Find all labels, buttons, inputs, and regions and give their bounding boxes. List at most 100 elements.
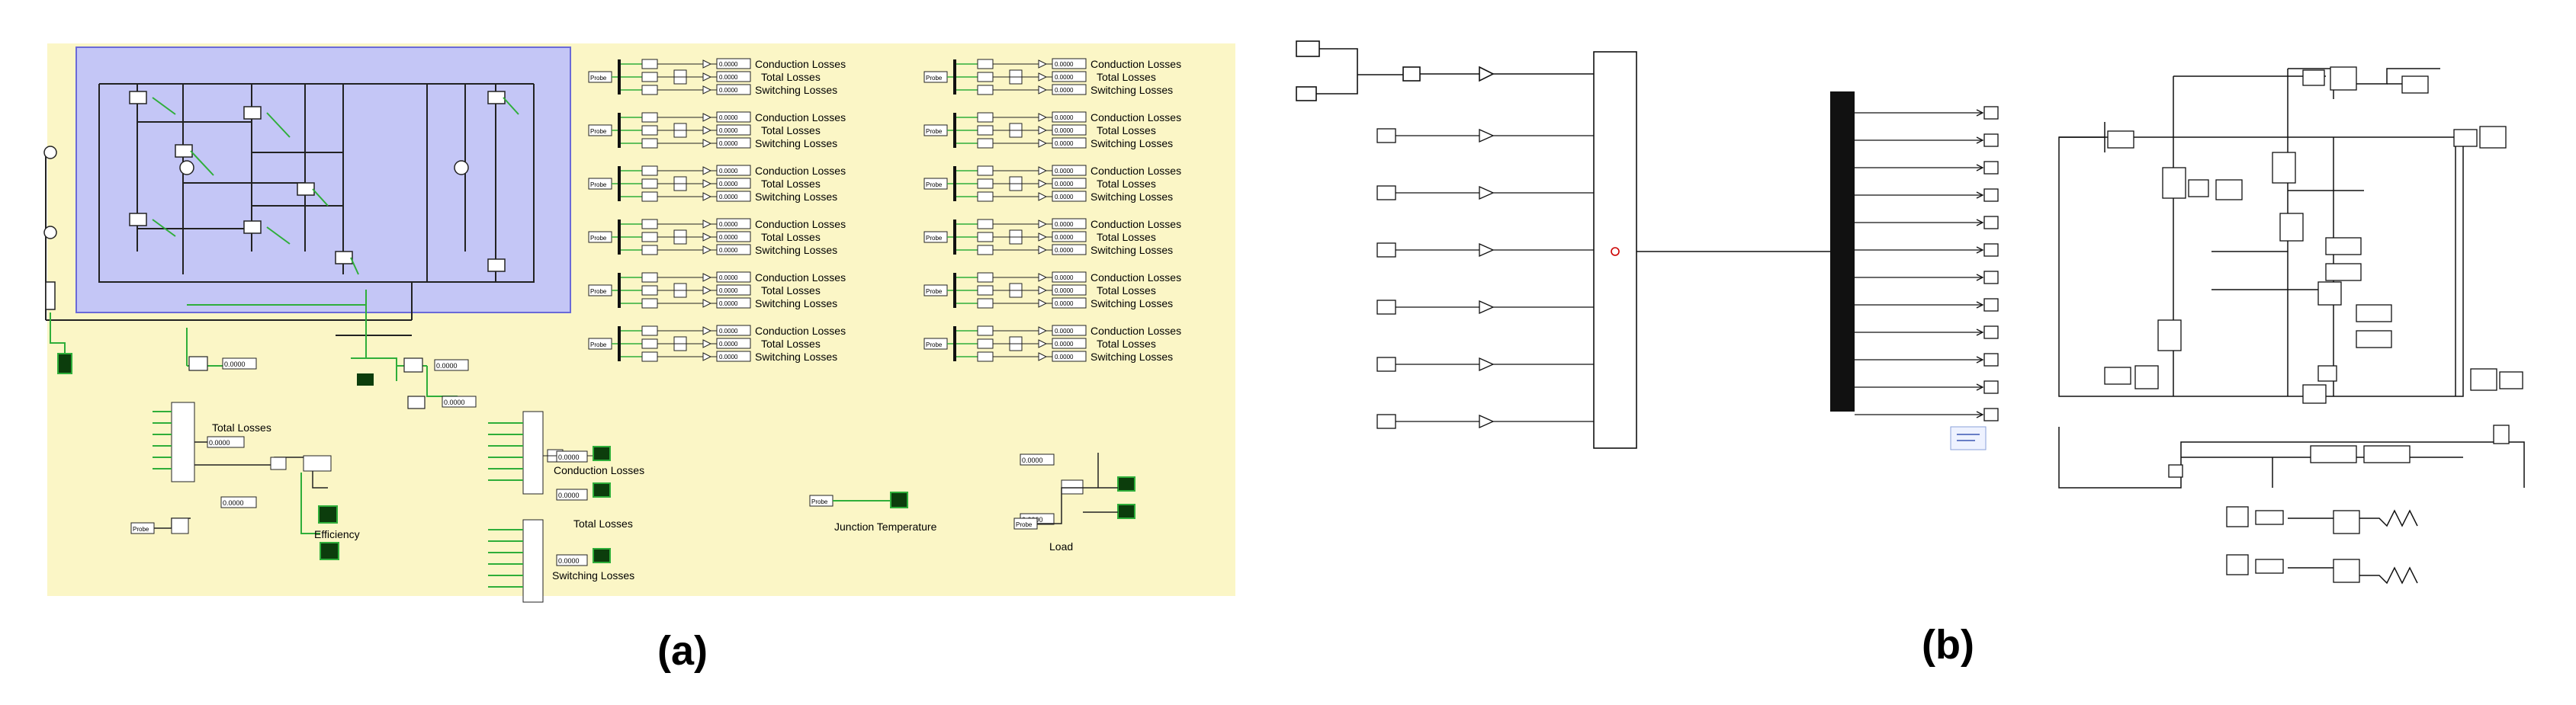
total-display-value: 0.0000: [1055, 181, 1074, 187]
total-display: [716, 178, 751, 189]
total-losses-label: Total Losses: [761, 338, 821, 350]
switching-losses-label: Switching Losses: [755, 84, 837, 96]
gain-block: [1038, 72, 1048, 82]
gain-block: [1038, 166, 1048, 175]
conduction-losses-bottom-label: Conduction Losses: [554, 464, 644, 476]
conduction-losses-label: Conduction Losses: [755, 325, 846, 337]
total-display: [1052, 231, 1087, 242]
junction-temperature-label: Junction Temperature: [834, 521, 937, 533]
switching-display: [1052, 84, 1087, 95]
thd1-display-value: 0.0000: [224, 361, 246, 368]
gain-block: [702, 72, 712, 82]
filter-block: [977, 125, 994, 136]
total-display: [1052, 338, 1087, 349]
filter-block: [977, 112, 994, 123]
probe-label: Probe: [926, 181, 943, 188]
filter-block: [641, 232, 658, 242]
caption-b: (b): [1922, 622, 1974, 668]
signal-wires: [993, 277, 1039, 304]
signal-wires: [993, 63, 1039, 91]
total-display-value: 0.0000: [719, 234, 738, 241]
switching-display: [716, 84, 751, 95]
gain-block: [702, 126, 712, 135]
conduction-losses-label: Conduction Losses: [1090, 111, 1181, 123]
probe-bus: [618, 326, 621, 361]
gain-block: [702, 166, 712, 175]
probe-bus: [953, 59, 956, 95]
gain-block: [1038, 192, 1048, 201]
switching-display-value: 0.0000: [719, 247, 738, 254]
signal-wires: [993, 330, 1039, 357]
filter-block: [641, 272, 658, 283]
demux-outputs: [1855, 106, 1999, 421]
conduction-display-value: 0.0000: [1055, 274, 1074, 281]
conduction-display-value: 0.0000: [719, 168, 738, 175]
probe-label: Probe: [590, 341, 607, 348]
probe-label: Probe: [926, 341, 943, 348]
probe-bus: [953, 220, 956, 255]
note-block: [1950, 426, 1987, 450]
switching-display-value: 0.0000: [1055, 87, 1074, 94]
total-display: [716, 284, 751, 296]
filter-block: [641, 325, 658, 336]
output-port: [1983, 216, 1999, 229]
switching-display: [1052, 297, 1087, 309]
circuit-switches: [129, 91, 506, 272]
gain-block: [702, 286, 712, 295]
filter-block: [977, 219, 994, 229]
filter-block: [977, 245, 994, 255]
conduction-display: [716, 271, 751, 283]
gain-block: [702, 220, 712, 229]
switching-display: [1052, 351, 1087, 362]
filter-block: [977, 272, 994, 283]
total-losses-summation: 0.0000 Total Losses: [153, 402, 332, 489]
total-losses-label: Total Losses: [1097, 71, 1156, 83]
converter-circuit: [45, 83, 535, 336]
probe-bus: [953, 273, 956, 308]
gain-block: [702, 113, 712, 122]
conduction-losses-label: Conduction Losses: [1090, 218, 1181, 230]
input-port: [1376, 128, 1396, 143]
gain-block: [1479, 185, 1495, 200]
gain-block: [1479, 414, 1495, 429]
conduction-display: [716, 111, 751, 123]
conduction-display-value: 0.0000: [719, 61, 738, 68]
filter-block: [641, 219, 658, 229]
source-column: [43, 146, 57, 310]
conduction-display: [716, 325, 751, 336]
gain-block: [702, 192, 712, 201]
probe-wires: [947, 170, 978, 197]
switching-display-value: 0.0000: [1055, 140, 1074, 147]
switching-display: [716, 244, 751, 255]
conduction-display: [716, 218, 751, 229]
conduction-display-value: 0.0000: [719, 221, 738, 228]
efficiency-label: Efficiency: [314, 528, 360, 540]
conduction-display: [1052, 218, 1087, 229]
switching-display-value: 0.0000: [719, 354, 738, 361]
switching-display: [716, 137, 751, 149]
filter-block: [641, 191, 658, 202]
switching-display-value: 0.0000: [719, 300, 738, 307]
switching-display: [1052, 191, 1087, 202]
signal-wires: [993, 223, 1039, 251]
probe-wires: [947, 117, 978, 144]
panel-b-input-row: [1376, 185, 1594, 200]
filter-block: [641, 72, 658, 82]
conduction-display-value: 0.0000: [719, 114, 738, 121]
probe-load: Probe: [1016, 521, 1033, 528]
input-port: [1376, 357, 1396, 372]
input-port: [1376, 242, 1396, 258]
filter-block: [641, 85, 658, 95]
probe-label: Probe: [590, 181, 607, 188]
probe-efficiency: Probe: [133, 526, 149, 533]
total-display-value: 0.0000: [719, 127, 738, 134]
output-port: [1983, 380, 1999, 394]
efficiency-display: 0.0000: [223, 499, 244, 507]
filter-block: [977, 138, 994, 149]
